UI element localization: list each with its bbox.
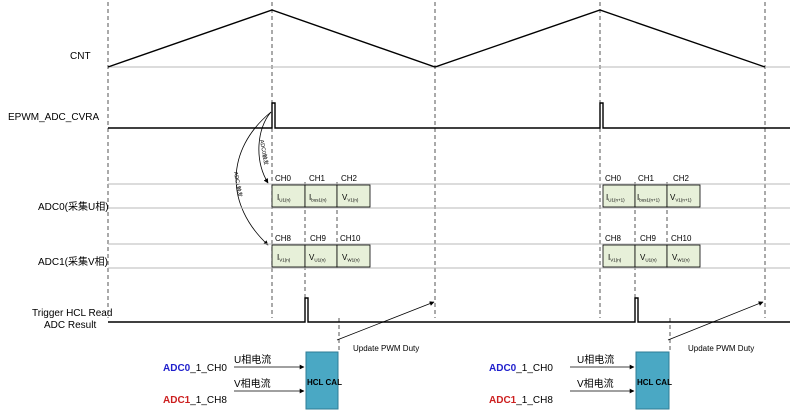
update-pwm-arrow: [336, 301, 435, 341]
channel-label: CH2: [341, 174, 358, 183]
conversion-value: IU1(n): [277, 193, 291, 203]
channel-label: CH0: [605, 174, 622, 183]
adc1-input: ADC1_1_CH8: [163, 395, 227, 406]
conversion-cell: [336, 184, 371, 208]
adc1-input: ADC1_1_CH8: [489, 395, 553, 406]
conversion-value: VW1(n): [672, 253, 690, 263]
adc1-trigger-arrow: [235, 111, 272, 246]
conversion-cell: [336, 244, 371, 268]
update-pwm-label: Update PWM Duty: [353, 344, 419, 353]
v-current-label: V相电流: [234, 377, 271, 390]
channel-label: CH8: [275, 234, 292, 243]
adc0-trigger-arrow: [258, 111, 272, 184]
channel-label: CH8: [605, 234, 622, 243]
conversion-value: VU1(n): [640, 253, 657, 263]
hcl-cal-box: [305, 351, 339, 410]
vertical-reference-lines: [107, 2, 766, 352]
update-pwm-label: Update PWM Duty: [688, 344, 754, 353]
u-current-label: U相电流: [234, 353, 271, 366]
period-1-adc0-blocks: CH0 IU1(n) CH1 Ibus1(n) CH2 VV1(n): [271, 174, 371, 208]
conversion-cell: [634, 184, 668, 208]
channel-label: CH1: [638, 174, 655, 183]
epwm-pulse-signal: [108, 102, 790, 129]
adc1-trigger-text: ADC1触发: [232, 171, 244, 198]
conversion-value: VU1(n): [309, 253, 326, 263]
conversion-value: IV1(n): [608, 253, 622, 263]
cnt-triangle-wave: [107, 9, 766, 68]
period-2-adc1-blocks: CH8 IV1(n) CH9 VU1(n) CH10 VW1(n): [602, 234, 701, 268]
adc1-label: ADC1(采集V相): [38, 255, 108, 268]
conversion-value: Ibus1(n+1): [637, 193, 660, 203]
trigger-label-line2: ADC Result: [44, 320, 96, 331]
epwm-label: EPWM_ADC_CVRA: [8, 112, 99, 123]
hcl-cal-box: [635, 351, 670, 410]
conversion-cell: [666, 244, 701, 268]
trigger-hcl-signal: [108, 297, 790, 323]
channel-label: CH0: [275, 174, 292, 183]
conversion-value: VV1(n): [342, 193, 359, 203]
update-pwm-arrow: [667, 301, 764, 341]
channel-label: CH9: [640, 234, 657, 243]
channel-label: CH2: [673, 174, 690, 183]
hcl-block-1: Update PWM Duty HCL CAL U相电流 ADC0_1_CH0 …: [163, 344, 419, 410]
conversion-value: VV1(n+1): [670, 193, 692, 203]
conversion-value: Ibus1(n): [309, 193, 327, 203]
conversion-value: IU1(n+1): [606, 193, 625, 203]
channel-label: CH10: [340, 234, 361, 243]
channel-label: CH9: [310, 234, 327, 243]
channel-label: CH10: [671, 234, 692, 243]
conversion-value: VW1(n): [342, 253, 360, 263]
hcl-cal-label: HCL CAL: [637, 378, 672, 387]
trigger-label-line1: Trigger HCL Read: [32, 308, 112, 319]
v-current-label: V相电流: [577, 377, 614, 390]
period-2-adc0-blocks: CH0 IU1(n+1) CH1 Ibus1(n+1) CH2 VV1(n+1): [602, 174, 701, 208]
cnt-label: CNT: [70, 51, 91, 62]
adc0-label: ADC0(采集U相): [38, 200, 109, 213]
period-1-adc1-blocks: CH8 IV1(n) CH9 VU1(n) CH10 VW1(n): [271, 234, 371, 268]
conversion-value: IV1(n): [277, 253, 291, 263]
u-current-label: U相电流: [577, 353, 614, 366]
hcl-cal-label: HCL CAL: [307, 378, 342, 387]
conversion-cell: [666, 184, 701, 208]
adc0-input: ADC0_1_CH0: [489, 363, 553, 374]
adc-trigger-arrows: ADC0触发 ADC1触发: [232, 111, 272, 246]
channel-label: CH1: [309, 174, 326, 183]
adc0-input: ADC0_1_CH0: [163, 363, 227, 374]
hcl-block-2: Update PWM Duty HCL CAL U相电流 ADC0_1_CH0 …: [489, 344, 754, 410]
